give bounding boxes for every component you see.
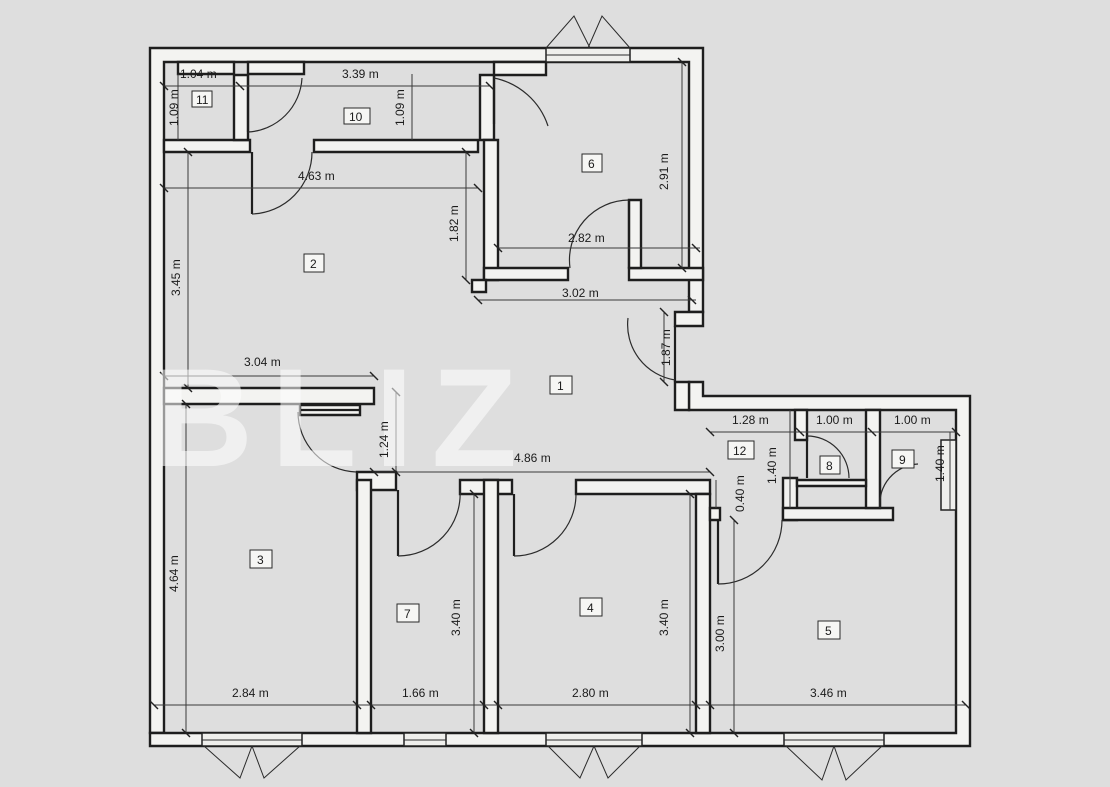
dim-2-80: 2.80 m xyxy=(572,686,609,700)
room-3-label: 3 xyxy=(257,553,264,567)
dim-3-45: 3.45 m xyxy=(169,259,183,296)
dim-2-91: 2.91 m xyxy=(657,153,671,190)
dim-1-04: 1.04 m xyxy=(180,67,217,81)
dim-3-40-b: 3.40 m xyxy=(657,599,671,636)
room-8-label: 8 xyxy=(826,459,833,473)
windows xyxy=(201,15,957,781)
dim-1-09-b: 1.09 m xyxy=(393,89,407,126)
dim-3-40-a: 3.40 m xyxy=(449,599,463,636)
dim-3-04: 3.04 m xyxy=(244,355,281,369)
dim-1-00-a: 1.00 m xyxy=(816,413,853,427)
dim-1-09-a: 1.09 m xyxy=(167,89,181,126)
dim-1-66: 1.66 m xyxy=(402,686,439,700)
dim-3-00: 3.00 m xyxy=(713,615,727,652)
dim-2-84: 2.84 m xyxy=(232,686,269,700)
room-6-label: 6 xyxy=(588,157,595,171)
watermark-text: BLIZ xyxy=(152,339,535,496)
room-2-label: 2 xyxy=(310,257,317,271)
dim-4-63: 4.63 m xyxy=(298,169,335,183)
dim-1-28: 1.28 m xyxy=(732,413,769,427)
room-11-label: 11 xyxy=(196,93,209,107)
room-9-label: 9 xyxy=(899,453,906,467)
room-10-label: 10 xyxy=(349,110,363,124)
room-1-label: 1 xyxy=(557,379,564,393)
room-labels: 11 10 6 2 1 12 8 9 3 7 4 5 xyxy=(191,90,915,640)
dim-4-86: 4.86 m xyxy=(514,451,551,465)
dimension-lines xyxy=(149,57,971,738)
room-5-label: 5 xyxy=(825,624,832,638)
dim-1-40-a: 1.40 m xyxy=(765,447,779,484)
dim-1-00-b: 1.00 m xyxy=(894,413,931,427)
dim-0-40: 0.40 m xyxy=(733,475,747,512)
dim-1-87: 1.87 m xyxy=(659,329,673,366)
dim-1-40-b: 1.40 m xyxy=(933,445,947,482)
room-4-label: 4 xyxy=(587,601,594,615)
dim-3-39: 3.39 m xyxy=(342,67,379,81)
dimension-labels: 1.04 m 3.39 m 1.09 m 1.09 m 4.63 m 2.91 … xyxy=(167,67,947,700)
dim-2-82: 2.82 m xyxy=(568,231,605,245)
dim-4-64: 4.64 m xyxy=(167,555,181,592)
room-7-label: 7 xyxy=(404,607,411,621)
doors xyxy=(246,75,919,585)
dim-1-82: 1.82 m xyxy=(447,205,461,242)
dim-3-46: 3.46 m xyxy=(810,686,847,700)
interior-walls xyxy=(162,60,895,735)
dim-3-02: 3.02 m xyxy=(562,286,599,300)
room-12-label: 12 xyxy=(733,444,747,458)
dim-1-24: 1.24 m xyxy=(377,421,391,458)
